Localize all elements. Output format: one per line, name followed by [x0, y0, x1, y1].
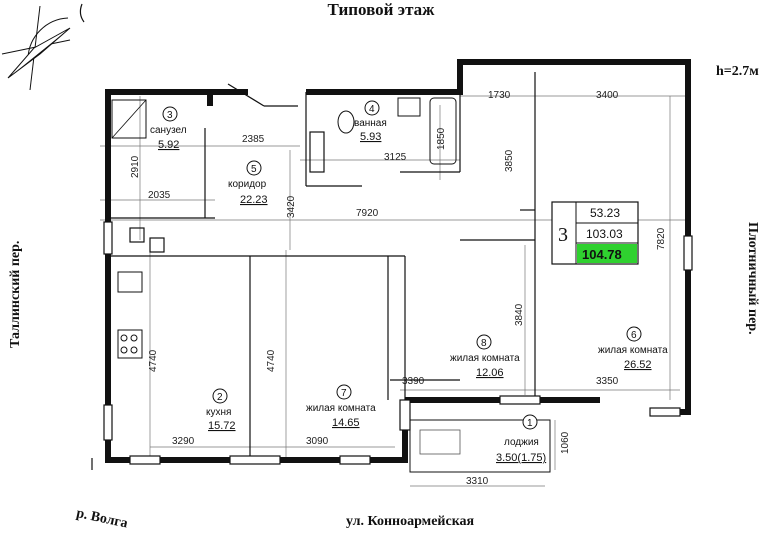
- dim-2910: 2910: [130, 155, 141, 178]
- total-highlight: [577, 244, 637, 263]
- dim-7820: 7820: [656, 227, 667, 250]
- room-3-number: 3: [167, 110, 173, 121]
- room-2-marker: [212, 388, 228, 404]
- room-8-number: 8: [481, 338, 487, 349]
- room-1-area: 3.50(1.75): [496, 452, 546, 464]
- room-labels: 1 лоджия 3.50(1.75) 2 кухня 15.72 3 сану…: [150, 100, 668, 464]
- room-1-number: 1: [527, 418, 533, 429]
- dim-3350: 3350: [596, 376, 619, 387]
- room-6-number: 6: [631, 330, 637, 341]
- room-1-name: лоджия: [504, 437, 539, 448]
- dim-1730: 1730: [488, 90, 511, 101]
- room-5-marker: [246, 160, 262, 176]
- dim-3850: 3850: [504, 149, 515, 172]
- page-title: Типовой этаж: [327, 0, 435, 19]
- windows: [103, 221, 693, 465]
- room-3-marker: [162, 106, 178, 122]
- badge-total-area: 103.03: [586, 227, 623, 241]
- badge-total-with-loggia: 104.78: [582, 247, 622, 262]
- room-7-number: 7: [341, 388, 347, 399]
- dim-1850: 1850: [436, 127, 447, 150]
- room-8-name: жилая комната: [450, 353, 520, 364]
- room-3-area: 5.92: [158, 139, 179, 151]
- street-bottom-label: ул. Конноармейская: [346, 514, 475, 529]
- sanitary-fixtures: [111, 97, 457, 359]
- inner-walls: [108, 72, 536, 460]
- room-8-area: 12.06: [476, 367, 504, 379]
- loggia-outline: [409, 419, 551, 473]
- room-1-marker: [522, 414, 538, 430]
- room-7-marker: [336, 384, 352, 400]
- room-4-number: 4: [369, 104, 375, 115]
- ceiling-height-note: h=2.7м: [716, 64, 759, 79]
- room-8-marker: [476, 334, 492, 350]
- dim-7920: 7920: [356, 208, 379, 219]
- dim-2035: 2035: [148, 190, 171, 201]
- room-6-marker: [626, 326, 642, 342]
- room-2-name: кухня: [206, 407, 231, 418]
- room-2-number: 2: [217, 392, 223, 403]
- compass-rose-icon: [1, 3, 85, 91]
- dim-3390: 3390: [402, 376, 425, 387]
- dim-3400: 3400: [596, 90, 619, 101]
- dim-4740-kitchen: 4740: [148, 349, 159, 372]
- room-4-marker: [364, 100, 380, 116]
- room-4-name: ванная: [354, 118, 387, 129]
- room-5-area: 22.23: [240, 194, 268, 206]
- dim-3420: 3420: [286, 195, 297, 218]
- dim-3125: 3125: [384, 152, 407, 163]
- dim-3840: 3840: [514, 303, 525, 326]
- badge-rooms: 3: [558, 224, 568, 246]
- room-6-area: 26.52: [624, 359, 652, 371]
- dimension-lines: [100, 95, 690, 487]
- badge-living-area: 53.23: [590, 206, 620, 220]
- dimension-labels: 1730 3400 2385 1850 3125 3850 2910 2035 …: [130, 90, 667, 487]
- room-5-number: 5: [251, 164, 257, 175]
- area-summary-badge: 3 53.23 103.03 104.78: [551, 201, 639, 265]
- dim-3310: 3310: [466, 476, 489, 487]
- room-2-area: 15.72: [208, 420, 236, 432]
- room-7-area: 14.65: [332, 417, 360, 429]
- room-3-name: санузел: [150, 125, 187, 136]
- room-6-name: жилая комната: [598, 345, 668, 356]
- dim-4740-room7: 4740: [266, 349, 277, 372]
- room-4-area: 5.93: [360, 131, 381, 143]
- room-5-name: коридор: [228, 179, 267, 190]
- room-7-name: жилая комната: [306, 403, 376, 414]
- dim-3290: 3290: [172, 436, 195, 447]
- dim-3090: 3090: [306, 436, 329, 447]
- dim-2385: 2385: [242, 134, 265, 145]
- dim-1060: 1060: [560, 431, 571, 454]
